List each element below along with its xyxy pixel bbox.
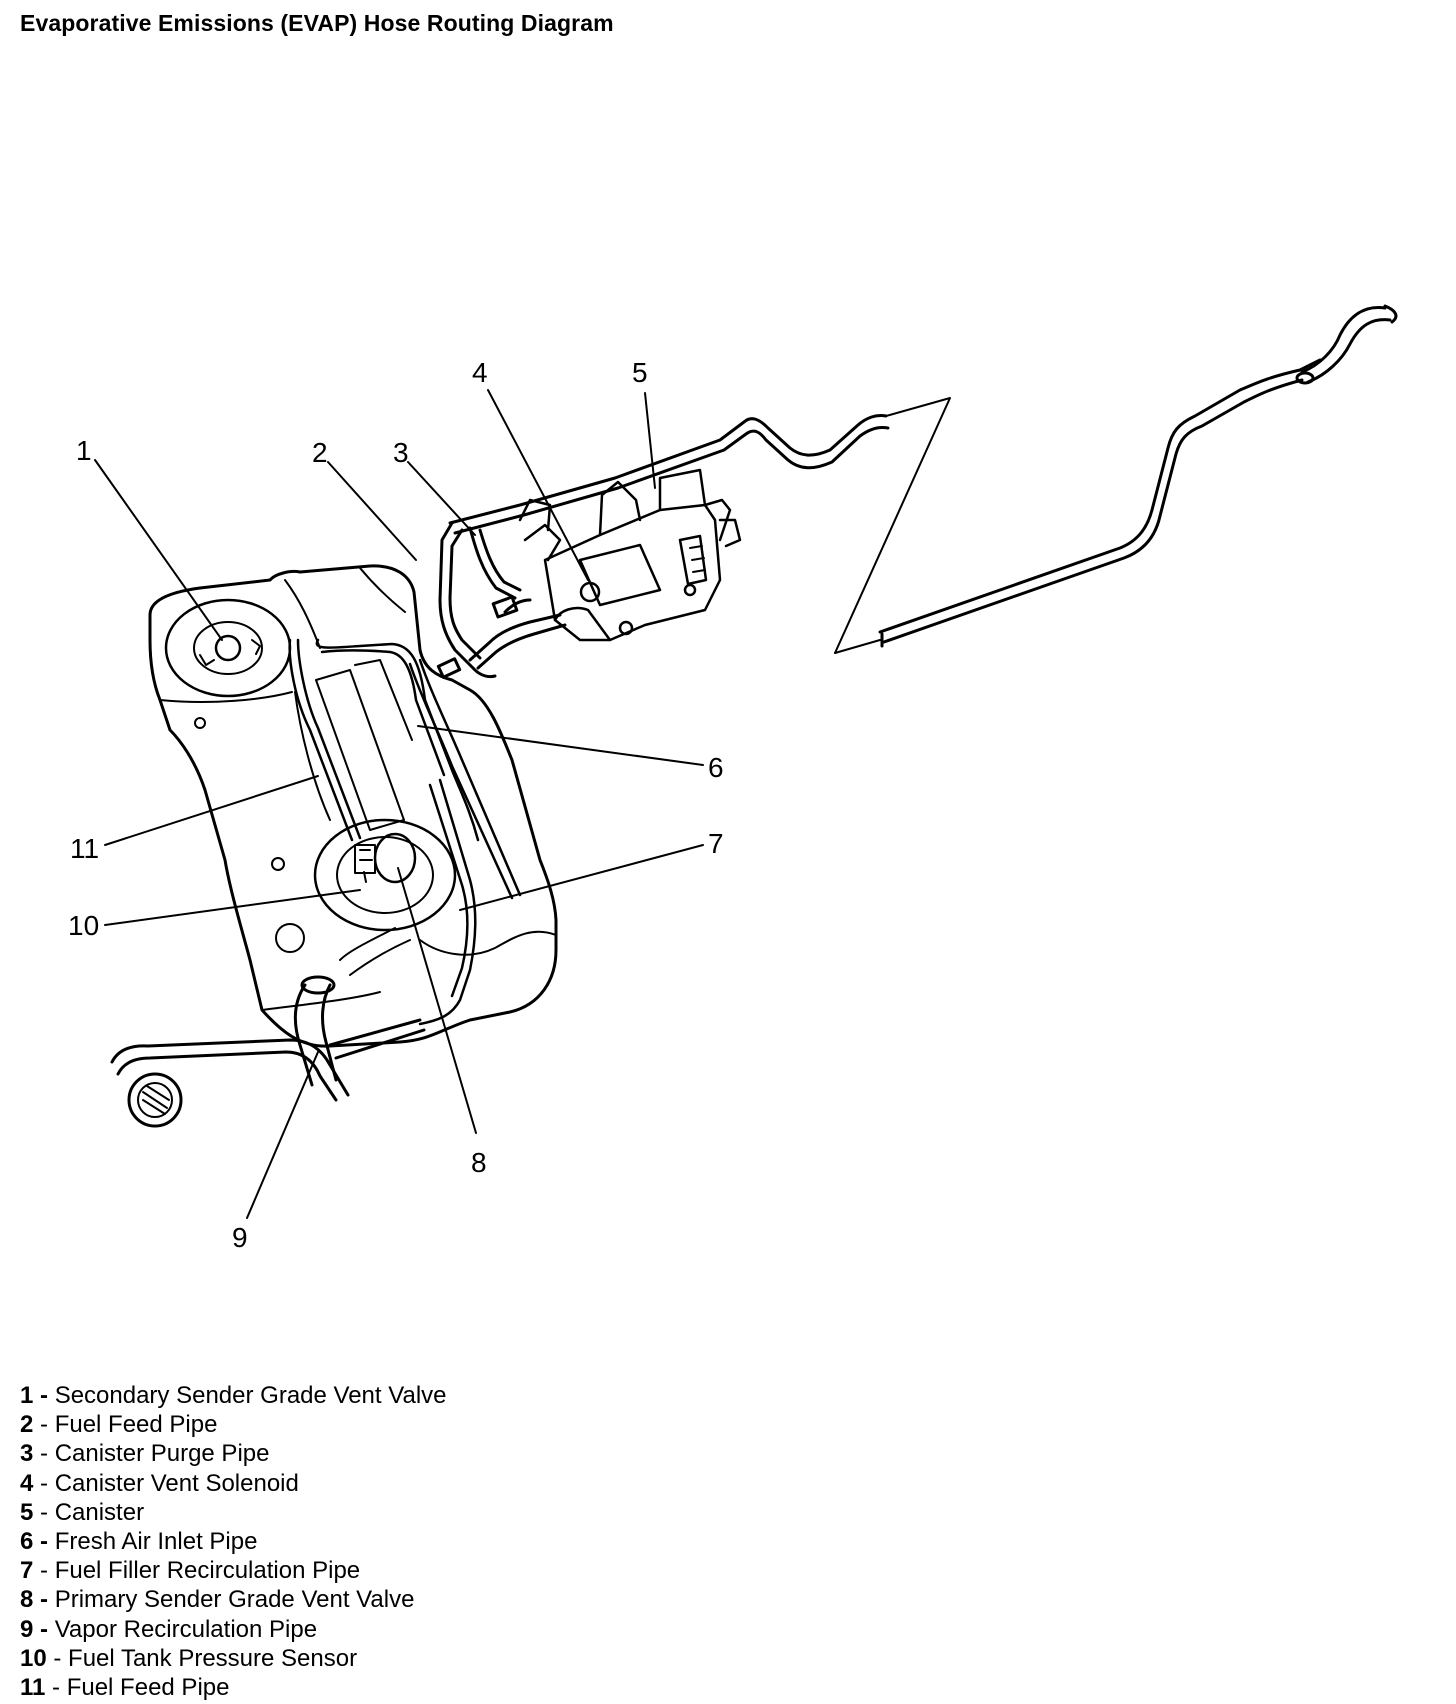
legend-item: 10 - Fuel Tank Pressure Sensor [20, 1644, 447, 1673]
legend-label: Canister Purge Pipe [54, 1440, 270, 1468]
evap-hose-routing-illustration: 1 2 3 4 5 6 7 8 9 10 11 [68, 304, 1398, 1253]
legend-number: 5 [20, 1498, 34, 1526]
callout-5: 5 [632, 357, 648, 388]
legend-item: 5 - Canister [20, 1498, 447, 1527]
legend-item: 2 - Fuel Feed Pipe [20, 1410, 447, 1439]
legend-label: Primary Sender Grade Vent Valve [54, 1586, 415, 1614]
callout-leaders [94, 389, 704, 1219]
parts-legend: 1 - Secondary Sender Grade Vent Valve 2 … [20, 1381, 447, 1702]
callout-7: 7 [708, 828, 724, 859]
legend-number: 3 [20, 1440, 34, 1468]
legend-item: 6 - Fresh Air Inlet Pipe [20, 1527, 447, 1556]
legend-separator: - [33, 1382, 55, 1409]
forward-pipes [878, 304, 1398, 648]
legend-separator: - [33, 1469, 55, 1497]
tank-pipes [288, 638, 522, 1026]
legend-label: Vapor Recirculation Pipe [54, 1615, 318, 1643]
legend-number: 4 [20, 1469, 34, 1497]
legend-separator: - [33, 1440, 55, 1468]
legend-label: Fuel Filler Recirculation Pipe [54, 1557, 361, 1585]
callout-1: 1 [76, 435, 92, 466]
legend-separator: - [46, 1644, 69, 1672]
legend-separator: - [33, 1557, 55, 1585]
legend-item: 9 - Vapor Recirculation Pipe [20, 1615, 447, 1644]
legend-label: Fuel Tank Pressure Sensor [68, 1644, 358, 1672]
legend-number: 11 [20, 1674, 46, 1702]
evap-canister [518, 468, 742, 642]
legend-number: 1 [20, 1382, 34, 1409]
legend-item: 8 - Primary Sender Grade Vent Valve [20, 1585, 447, 1614]
filler-neck-assembly [110, 975, 426, 1128]
legend-separator: - [33, 1586, 55, 1614]
legend-label: Secondary Sender Grade Vent Valve [54, 1382, 447, 1409]
legend-separator: - [33, 1411, 55, 1439]
legend-number: 6 [20, 1528, 34, 1556]
legend-separator: - [33, 1615, 55, 1643]
legend-label: Fresh Air Inlet Pipe [54, 1528, 258, 1556]
legend-number: 2 [20, 1411, 34, 1439]
legend-number: 9 [20, 1615, 34, 1643]
break-lines [834, 397, 951, 654]
legend-label: Canister [54, 1498, 145, 1526]
callout-10: 10 [68, 910, 99, 941]
callout-8: 8 [471, 1147, 487, 1178]
legend-separator: - [33, 1498, 55, 1526]
callout-4: 4 [472, 357, 488, 388]
legend-item: 7 - Fuel Filler Recirculation Pipe [20, 1556, 447, 1585]
callout-9: 9 [232, 1222, 248, 1253]
callout-6: 6 [708, 752, 724, 783]
callout-2: 2 [312, 437, 328, 468]
legend-number: 7 [20, 1557, 34, 1585]
legend-item: 1 - Secondary Sender Grade Vent Valve [20, 1381, 447, 1410]
callout-3: 3 [393, 437, 409, 468]
legend-label: Canister Vent Solenoid [54, 1469, 299, 1497]
callout-11: 11 [70, 833, 99, 864]
legend-item: 4 - Canister Vent Solenoid [20, 1469, 447, 1498]
legend-label: Fuel Feed Pipe [66, 1674, 230, 1702]
legend-number: 10 [20, 1644, 47, 1672]
legend-label: Fuel Feed Pipe [54, 1411, 218, 1439]
legend-item: 3 - Canister Purge Pipe [20, 1439, 447, 1468]
legend-separator: - [33, 1528, 55, 1556]
diagram-title: Evaporative Emissions (EVAP) Hose Routin… [20, 10, 614, 36]
hose-routing [436, 414, 890, 679]
legend-item: 11 - Fuel Feed Pipe [20, 1673, 447, 1702]
legend-separator: - [45, 1674, 67, 1702]
fuel-tank [148, 564, 558, 1048]
legend-number: 8 [20, 1586, 34, 1614]
